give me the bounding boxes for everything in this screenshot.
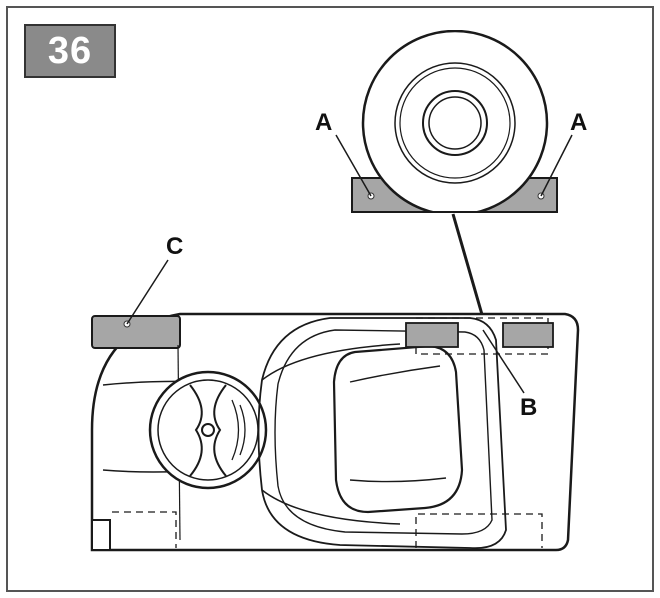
leader-b [482, 329, 525, 394]
mower-top-view [90, 312, 580, 552]
leader-a-left [335, 134, 372, 197]
callout-b: B [520, 394, 537, 421]
rim-inner [399, 67, 511, 179]
bumper-bracket [91, 519, 111, 551]
fender-line-upper [261, 343, 401, 381]
front-deck-dashed [112, 511, 177, 548]
rear-deck-dashed [415, 513, 543, 548]
step-number-badge: 36 [24, 24, 116, 78]
steering-wheel-hub [201, 423, 215, 437]
rim-outer [394, 62, 516, 184]
seat [332, 344, 464, 514]
seat-cushion-line [349, 365, 447, 483]
seat-shell-outer [257, 317, 507, 550]
rear-wheel-block-left [405, 322, 459, 348]
tire [361, 30, 549, 212]
hub-inner [428, 96, 482, 150]
leader-a-right [540, 134, 573, 197]
callout-c: C [166, 233, 183, 260]
steering-wheel-spoke [189, 384, 203, 477]
wheel-detail: A A [315, 30, 587, 213]
fender-line-lower [261, 489, 401, 525]
rear-wheel-block-right [502, 322, 554, 348]
callout-a-left: A [315, 109, 332, 136]
hub-outer [422, 90, 488, 156]
part-c [91, 315, 181, 349]
steering-wheel-spoke-2 [213, 384, 227, 477]
steering-column-lines [231, 399, 246, 461]
detail-connector-line [451, 213, 485, 319]
seat-shell-inner [274, 329, 493, 535]
leader-c [126, 259, 169, 325]
callout-a-right: A [570, 109, 587, 136]
